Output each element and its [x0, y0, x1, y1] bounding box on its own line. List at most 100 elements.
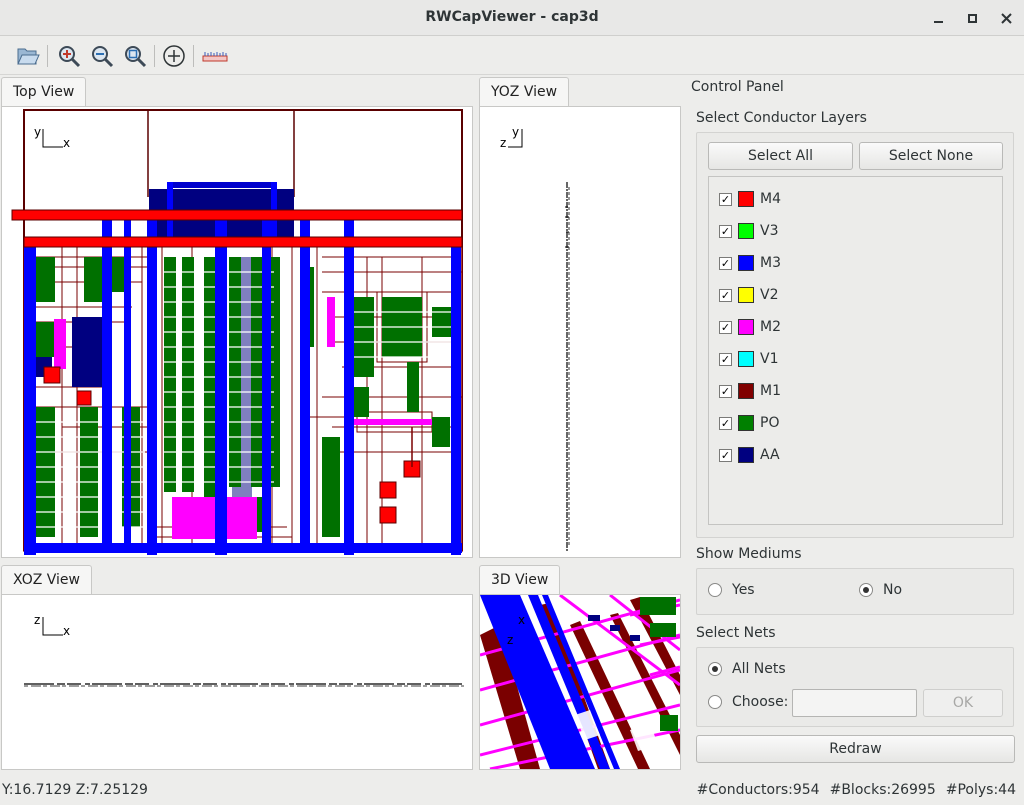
yoz-view-axis-z: z: [500, 136, 507, 150]
layer-v1-label: V1: [760, 351, 779, 367]
layer-row-v2[interactable]: ✓ V2: [719, 285, 778, 305]
mediums-group-title: Show Mediums: [696, 546, 802, 562]
center-button[interactable]: [160, 42, 188, 70]
nets-ok-button[interactable]: OK: [923, 689, 1003, 717]
layer-aa-checkbox[interactable]: ✓: [719, 448, 732, 462]
layer-v3-color-swatch: [738, 223, 754, 239]
layer-row-v3[interactable]: ✓ V3: [719, 221, 778, 241]
status-bar: Y:16.7129 Z:7.25129 #Conductors:954 #Blo…: [0, 775, 1024, 805]
select-all-button[interactable]: Select All: [708, 142, 853, 170]
layer-po-color-swatch: [738, 415, 754, 431]
nets-choose-input[interactable]: [792, 689, 917, 717]
top-view-canvas[interactable]: y x: [1, 106, 473, 558]
ruler-button[interactable]: [201, 42, 229, 70]
redraw-button[interactable]: Redraw: [696, 735, 1015, 763]
layer-row-aa[interactable]: ✓ AA: [719, 445, 780, 465]
3d-view-render: [480, 595, 680, 769]
nets-all-radio[interactable]: [708, 662, 722, 676]
yoz-view-layout: [565, 182, 570, 552]
zoom-out-button[interactable]: [88, 42, 116, 70]
status-coordinates: Y:16.7129 Z:7.25129: [2, 782, 148, 798]
yoz-view-canvas[interactable]: y z: [479, 106, 681, 558]
layer-m1-label: M1: [760, 383, 781, 399]
mediums-yes-label: Yes: [732, 582, 755, 598]
nets-group-title: Select Nets: [696, 625, 776, 641]
window-title: RWCapViewer - cap3d: [425, 9, 599, 25]
layer-v2-label: V2: [760, 287, 779, 303]
zoom-out-icon: [92, 46, 114, 68]
xoz-view-canvas[interactable]: z x: [1, 594, 473, 770]
layer-m1-color-swatch: [738, 383, 754, 399]
layer-po-label: PO: [760, 415, 780, 431]
mediums-no-option[interactable]: No: [859, 582, 902, 598]
layer-aa-label: AA: [760, 447, 780, 463]
layer-m2-label: M2: [760, 319, 781, 335]
layer-row-m2[interactable]: ✓ M2: [719, 317, 781, 337]
layer-v2-checkbox[interactable]: ✓: [719, 288, 732, 302]
layer-row-v1[interactable]: ✓ V1: [719, 349, 778, 369]
layer-m4-color-swatch: [738, 191, 754, 207]
nets-choose-label: Choose:: [732, 694, 789, 710]
layer-m2-checkbox[interactable]: ✓: [719, 320, 732, 334]
title-bar: RWCapViewer - cap3d: [0, 0, 1024, 36]
tab-3d-view[interactable]: 3D View: [479, 565, 561, 595]
layer-row-po[interactable]: ✓ PO: [719, 413, 779, 433]
tab-top-view[interactable]: Top View: [1, 77, 87, 107]
mediums-yes-radio[interactable]: [708, 583, 722, 597]
top-view-axis-icon: [42, 129, 63, 148]
layer-po-checkbox[interactable]: ✓: [719, 416, 732, 430]
layer-m3-checkbox[interactable]: ✓: [719, 256, 732, 270]
close-icon: [1000, 12, 1012, 24]
minimize-button[interactable]: [928, 8, 948, 28]
ruler-icon: [202, 52, 228, 62]
layer-list: ✓ M4 ✓ V3 ✓ M3 ✓ V2 ✓ M2 ✓ V1 ✓ M1 ✓ PO …: [708, 176, 1003, 525]
yoz-view-axis-icon: [508, 129, 523, 148]
zoom-fit-icon: [125, 46, 147, 68]
xoz-view-axis-z: z: [34, 613, 41, 627]
status-blocks: #Blocks:26995: [829, 782, 936, 798]
xoz-view-axis-x: x: [63, 624, 71, 638]
layer-row-m4[interactable]: ✓ M4: [719, 189, 781, 209]
layer-v1-color-swatch: [738, 351, 754, 367]
yoz-view-axis-y: y: [512, 125, 520, 139]
open-button[interactable]: [14, 42, 42, 70]
tab-xoz-view[interactable]: XOZ View: [1, 565, 92, 595]
nets-all-option[interactable]: All Nets: [708, 661, 786, 677]
zoom-in-button[interactable]: [55, 42, 83, 70]
layer-row-m1[interactable]: ✓ M1: [719, 381, 781, 401]
nets-choose-option[interactable]: Choose:: [708, 694, 788, 710]
layer-m1-checkbox[interactable]: ✓: [719, 384, 732, 398]
status-conductors: #Conductors:954: [696, 782, 820, 798]
layer-row-m3[interactable]: ✓ M3: [719, 253, 781, 273]
mediums-yes-option[interactable]: Yes: [708, 582, 755, 598]
nets-all-label: All Nets: [732, 661, 786, 677]
maximize-button[interactable]: [962, 8, 982, 28]
layer-v3-checkbox[interactable]: ✓: [719, 224, 732, 238]
zoom-in-icon: [59, 46, 81, 68]
3d-view-axis-x: x: [518, 613, 526, 627]
maximize-icon: [967, 13, 977, 23]
control-panel-title: Control Panel: [691, 79, 784, 95]
close-button[interactable]: [996, 8, 1016, 28]
top-view-axis-x: x: [63, 136, 71, 150]
xoz-view-axis-icon: [42, 617, 63, 636]
minimize-icon: [933, 21, 943, 23]
top-view-axis-y: y: [34, 125, 42, 139]
layer-v2-color-swatch: [738, 287, 754, 303]
select-none-button[interactable]: Select None: [859, 142, 1003, 170]
layer-m4-checkbox[interactable]: ✓: [719, 192, 732, 206]
layer-aa-color-swatch: [738, 447, 754, 463]
status-counters: #Conductors:954 #Blocks:26995 #Polys:44: [697, 782, 1016, 798]
layer-m3-label: M3: [760, 255, 781, 271]
mediums-no-radio[interactable]: [859, 583, 873, 597]
tab-yoz-view[interactable]: YOZ View: [479, 77, 570, 107]
toolbar: [0, 37, 1024, 75]
3d-view-axis-z: z: [507, 633, 514, 647]
3d-view-canvas[interactable]: x z: [479, 594, 681, 770]
xoz-view-layout: [24, 683, 464, 687]
layer-m2-color-swatch: [738, 319, 754, 335]
nets-choose-radio[interactable]: [708, 695, 722, 709]
layer-v1-checkbox[interactable]: ✓: [719, 352, 732, 366]
layer-v3-label: V3: [760, 223, 779, 239]
zoom-fit-button[interactable]: [121, 42, 149, 70]
